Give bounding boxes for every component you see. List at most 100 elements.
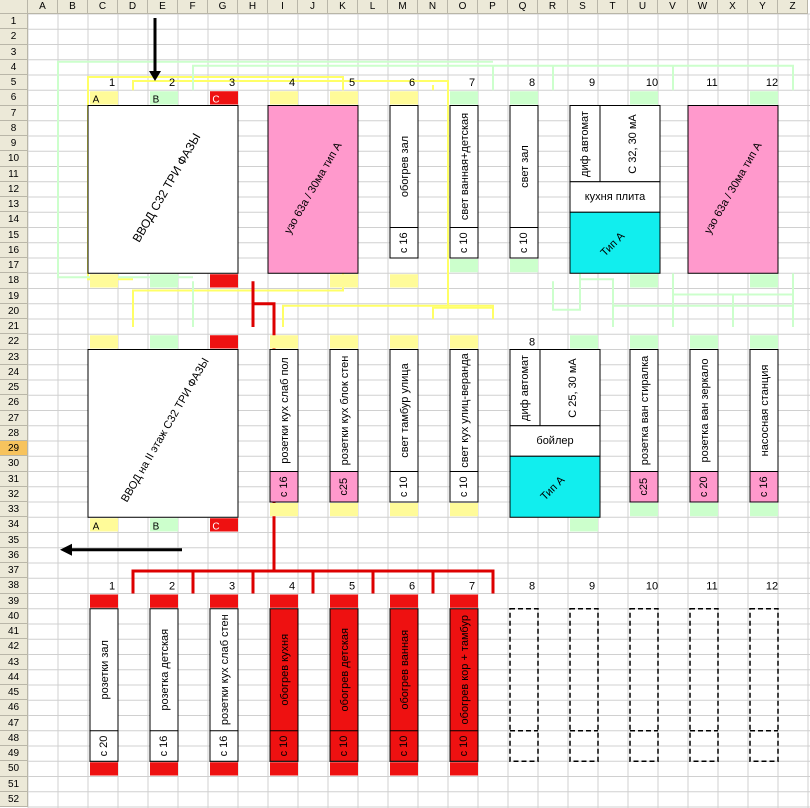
phase-label-a: A: [93, 94, 100, 105]
row-header-13[interactable]: 13: [0, 197, 28, 213]
column-header-j[interactable]: J: [298, 0, 328, 14]
column-header-g[interactable]: G: [208, 0, 238, 14]
row-header-28[interactable]: 28: [0, 425, 28, 441]
diff-1-load-box: [569, 181, 661, 213]
terminal-pad: [270, 762, 298, 776]
row-header-34[interactable]: 34: [0, 517, 28, 533]
column-header-p[interactable]: P: [478, 0, 508, 14]
column-header-m[interactable]: M: [388, 0, 418, 14]
row-header-20[interactable]: 20: [0, 303, 28, 319]
row-header-25[interactable]: 25: [0, 380, 28, 396]
diff-2-load: бойлер: [536, 435, 573, 447]
column-header-k[interactable]: K: [328, 0, 358, 14]
column-header-q[interactable]: Q: [508, 0, 538, 14]
row-header-11[interactable]: 11: [0, 166, 28, 182]
terminal-pad: [690, 335, 718, 349]
column-header-i[interactable]: I: [268, 0, 298, 14]
row-header-51[interactable]: 51: [0, 776, 28, 792]
row-header-43[interactable]: 43: [0, 654, 28, 670]
column-header-c[interactable]: C: [88, 0, 118, 14]
row-header-21[interactable]: 21: [0, 319, 28, 335]
column-header-z[interactable]: Z: [778, 0, 808, 14]
row-header-18[interactable]: 18: [0, 273, 28, 289]
row-header-27[interactable]: 27: [0, 410, 28, 426]
green-feed-line: [552, 273, 581, 311]
slot-number-7: 7: [469, 580, 475, 592]
row-header-24[interactable]: 24: [0, 364, 28, 380]
row-header-38[interactable]: 38: [0, 578, 28, 594]
row-header-4[interactable]: 4: [0, 59, 28, 75]
column-header-n[interactable]: N: [418, 0, 448, 14]
row-header-17[interactable]: 17: [0, 258, 28, 274]
column-header-l[interactable]: L: [358, 0, 388, 14]
slot-number-8: 8: [529, 580, 535, 592]
row-header-49[interactable]: 49: [0, 746, 28, 762]
row-header-6[interactable]: 6: [0, 90, 28, 106]
column-header-t[interactable]: T: [598, 0, 628, 14]
row-header-12[interactable]: 12: [0, 181, 28, 197]
row-header-36[interactable]: 36: [0, 547, 28, 563]
terminal-pad: [330, 91, 358, 105]
row-header-9[interactable]: 9: [0, 136, 28, 152]
row-header-47[interactable]: 47: [0, 715, 28, 731]
row-header-16[interactable]: 16: [0, 242, 28, 258]
column-header-o[interactable]: O: [448, 0, 478, 14]
breaker3-slot-5-rating-box: [329, 730, 359, 762]
column-header-h[interactable]: H: [238, 0, 268, 14]
row-header-52[interactable]: 52: [0, 791, 28, 807]
row-header-22[interactable]: 22: [0, 334, 28, 350]
row-header-29[interactable]: 29: [0, 441, 28, 457]
breaker3-slot-7-rating: с 10: [458, 736, 470, 757]
row-header-32[interactable]: 32: [0, 486, 28, 502]
row-header-15[interactable]: 15: [0, 227, 28, 243]
column-header-d[interactable]: D: [118, 0, 148, 14]
empty-slot-8: [509, 608, 539, 762]
row-header-30[interactable]: 30: [0, 456, 28, 472]
column-header-b[interactable]: B: [58, 0, 88, 14]
breaker3-slot-6-rating-box: [389, 730, 419, 762]
row-header-19[interactable]: 19: [0, 288, 28, 304]
column-header-a[interactable]: A: [28, 0, 58, 14]
row-header-44[interactable]: 44: [0, 669, 28, 685]
column-header-f[interactable]: F: [178, 0, 208, 14]
row-header-3[interactable]: 3: [0, 44, 28, 60]
row-header-1[interactable]: 1: [0, 14, 28, 30]
terminal-pad: [450, 91, 478, 105]
column-header-u[interactable]: U: [628, 0, 658, 14]
terminal-pad: [90, 594, 118, 608]
row-header-46[interactable]: 46: [0, 700, 28, 716]
row-header-7[interactable]: 7: [0, 105, 28, 121]
row-header-48[interactable]: 48: [0, 730, 28, 746]
column-header-e[interactable]: E: [148, 0, 178, 14]
breaker2-slot-11-rating: с 20: [698, 476, 710, 497]
row-header-14[interactable]: 14: [0, 212, 28, 228]
row-header-10[interactable]: 10: [0, 151, 28, 167]
select-all-corner[interactable]: [0, 0, 28, 14]
empty-slot-12: [749, 608, 779, 762]
column-header-r[interactable]: R: [538, 0, 568, 14]
column-header-v[interactable]: V: [658, 0, 688, 14]
row-header-33[interactable]: 33: [0, 502, 28, 518]
row-header-42[interactable]: 42: [0, 639, 28, 655]
column-header-x[interactable]: X: [718, 0, 748, 14]
row-header-31[interactable]: 31: [0, 471, 28, 487]
breaker3-slot-2-label: розетка детская: [159, 629, 171, 711]
column-header-y[interactable]: Y: [748, 0, 778, 14]
row-header-50[interactable]: 50: [0, 761, 28, 777]
column-header-w[interactable]: W: [688, 0, 718, 14]
row-header-45[interactable]: 45: [0, 685, 28, 701]
row-header-23[interactable]: 23: [0, 349, 28, 365]
row-header-41[interactable]: 41: [0, 624, 28, 640]
row-header-40[interactable]: 40: [0, 608, 28, 624]
row-header-39[interactable]: 39: [0, 593, 28, 609]
row-header-37[interactable]: 37: [0, 563, 28, 579]
column-header-s[interactable]: S: [568, 0, 598, 14]
row-header-35[interactable]: 35: [0, 532, 28, 548]
terminal-pad: [90, 335, 118, 349]
phase2-pad-b: [150, 518, 178, 532]
row-header-2[interactable]: 2: [0, 29, 28, 45]
row-header-5[interactable]: 5: [0, 75, 28, 91]
row-header-8[interactable]: 8: [0, 120, 28, 136]
row-header-26[interactable]: 26: [0, 395, 28, 411]
